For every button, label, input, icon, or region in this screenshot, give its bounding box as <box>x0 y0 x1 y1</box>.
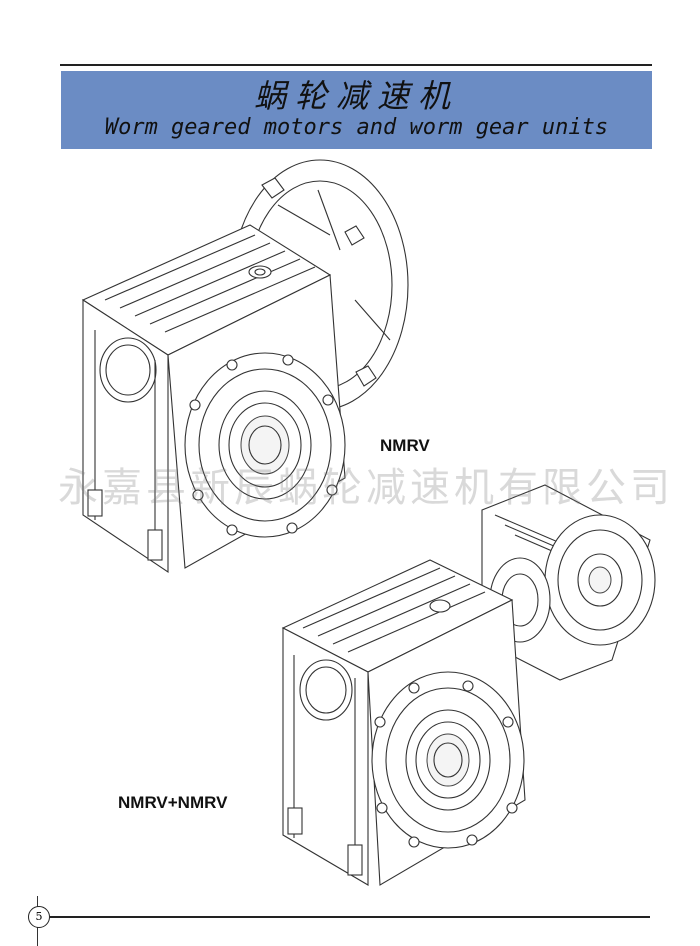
company-watermark: 永嘉县新辰蜗轮减速机有限公司 <box>58 465 674 511</box>
title-chinese: 蜗轮减速机 <box>253 77 459 115</box>
top-rule <box>60 64 652 66</box>
label-nmrv: NMRV <box>380 436 430 455</box>
label-nmrv-combo: NMRV+NMRV <box>118 793 228 812</box>
bottom-rule <box>50 916 650 918</box>
nmrv-combo-drawing <box>281 484 656 886</box>
page-number: 5 <box>28 906 50 928</box>
title-banner: 蜗轮减速机 Worm geared motors and worm gear u… <box>61 71 652 149</box>
nmrv-drawing <box>81 159 409 574</box>
title-english: Worm geared motors and worm gear units <box>104 115 609 140</box>
